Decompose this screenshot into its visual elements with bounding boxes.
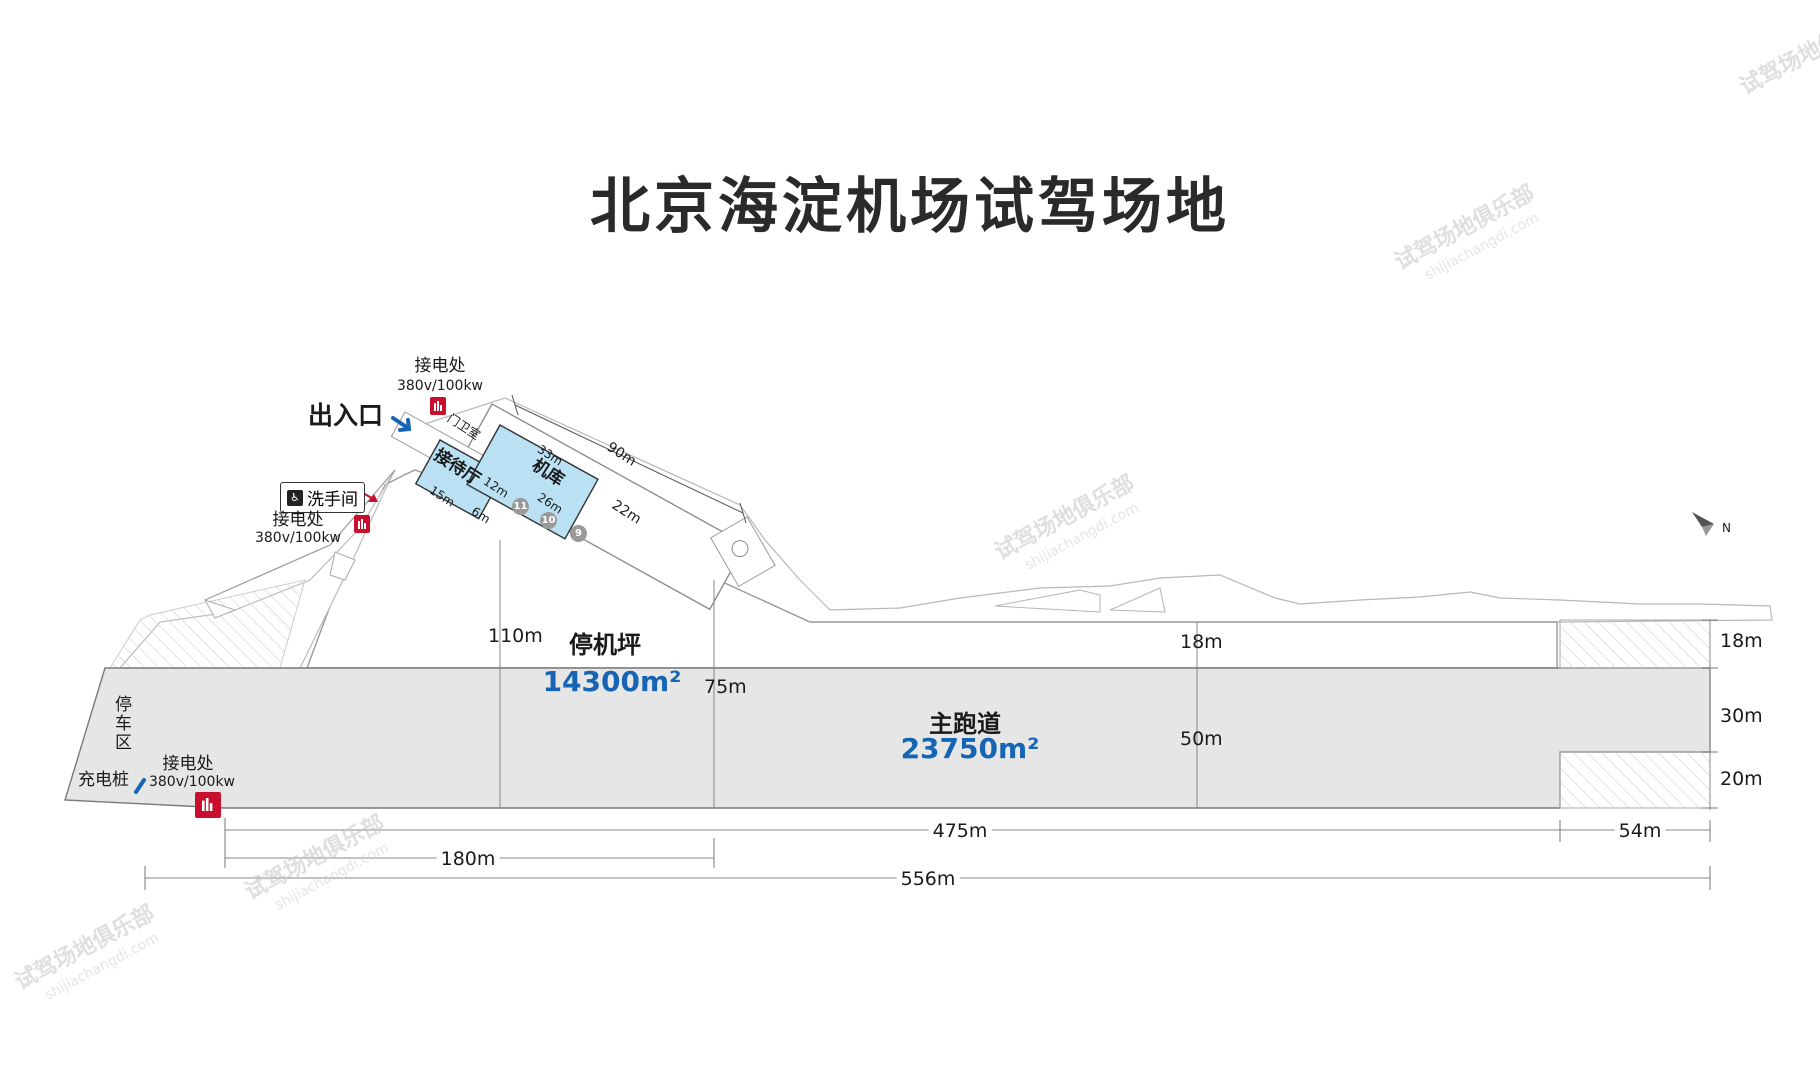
dim-line-90m <box>514 404 744 514</box>
dim-apron-110m: 110m <box>488 625 543 647</box>
entry-label: 出入口 <box>308 401 384 430</box>
dim-right-30m: 30m <box>1720 705 1763 727</box>
entry-arrow-icon <box>391 416 412 432</box>
power-point-top-spec: 380v/100kw <box>396 378 484 394</box>
dim-total-556m: 556m <box>896 870 960 889</box>
runway-area-label: 23750m² <box>900 732 1040 765</box>
restroom-icon: ♿ <box>287 489 303 506</box>
tower-element <box>709 516 776 588</box>
dim-partial-180m: 180m <box>436 850 500 869</box>
dim-right-20m: 20m <box>1720 768 1763 790</box>
power-point-left-spec: 380v/100kw <box>254 530 342 546</box>
power-point-bottom-spec: 380v/100kw <box>148 774 236 790</box>
edge-bump-2 <box>1109 587 1166 613</box>
restroom-badge: ♿ 洗手间 <box>280 482 365 513</box>
compass-label: N <box>1722 521 1731 535</box>
apron-label: 停机坪 <box>569 631 641 659</box>
power-left-icon <box>354 515 370 533</box>
dim-apron-75m: 75m <box>704 676 747 698</box>
site-boundary <box>399 397 1773 667</box>
dim-extension-54m: 54m <box>1614 822 1666 841</box>
road-notch <box>329 551 356 581</box>
apron-area-label: 14300m² <box>542 665 682 698</box>
dim-runway-50m: 50m <box>1180 728 1223 750</box>
parking-label: 停车区 <box>111 695 131 752</box>
power-bottom-icon <box>195 792 221 818</box>
power-point-bottom-name: 接电处 <box>162 754 214 774</box>
page-title: 北京海淀机场试驾场地 <box>590 172 1230 242</box>
charging-label: 充电桩 <box>78 770 129 790</box>
marker-10: 10 <box>540 512 557 529</box>
main-runway <box>64 667 1711 809</box>
power-point-top-name: 接电处 <box>414 356 466 376</box>
dim-apron-18m: 18m <box>1180 631 1223 653</box>
power-point-left-name: 接电处 <box>272 510 324 530</box>
power-top-icon <box>430 397 446 415</box>
dim-runway-475m: 475m <box>928 822 992 841</box>
dim-right-18m: 18m <box>1720 630 1763 652</box>
left-hatch <box>109 579 306 669</box>
compass-icon: N <box>1690 510 1731 544</box>
right-hatch-top <box>1559 619 1711 669</box>
runway-label: 主跑道 <box>929 710 1001 738</box>
road-notch-2 <box>203 599 237 619</box>
restroom-label: 洗手间 <box>307 490 358 510</box>
right-hatch-bottom <box>1559 751 1711 809</box>
marker-11: 11 <box>512 498 529 515</box>
marker-9: 9 <box>570 525 587 542</box>
edge-bump-1 <box>994 589 1101 613</box>
watermark-brand-4: 试驾场地俱乐部 <box>1736 5 1820 100</box>
charging-post-icon <box>134 778 146 794</box>
